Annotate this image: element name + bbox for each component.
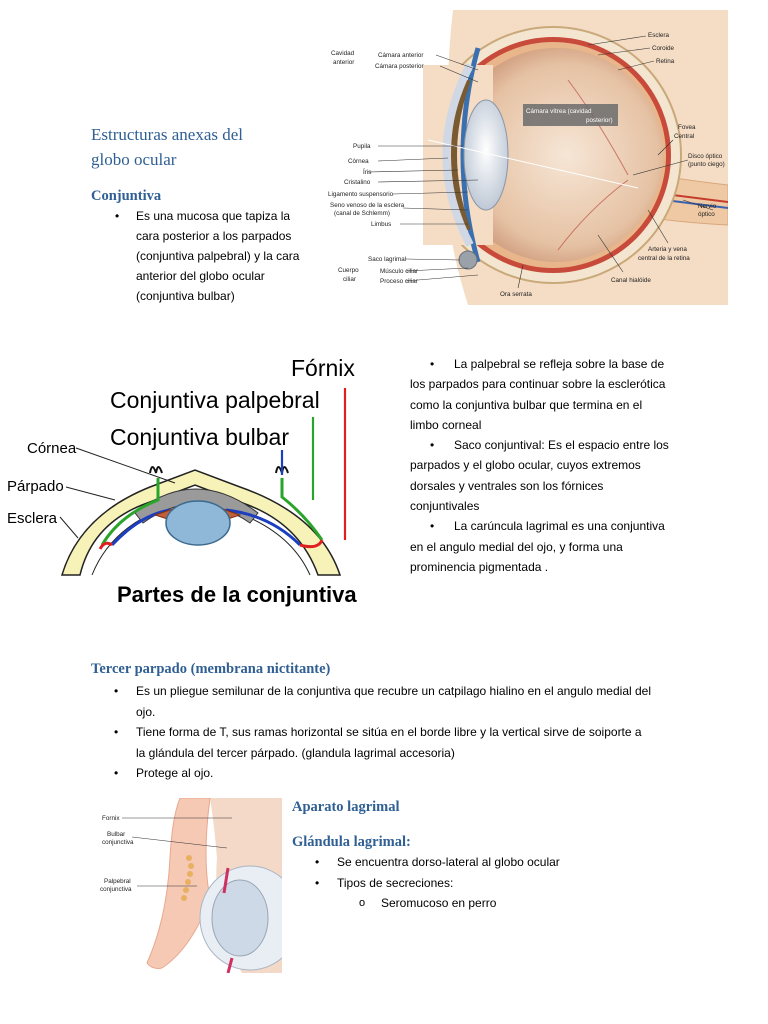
lid-label: Bulbar [107, 831, 125, 838]
eye-label: Íris [363, 167, 371, 176]
text-line: los parpados para continuar sobre la esc… [410, 377, 666, 392]
eye-label: central de la retina [638, 255, 690, 262]
eye-label: Arteria y vena [648, 246, 687, 253]
paragraph-caruncula: • La carúncula lagrimal es una conjuntiva… [410, 516, 750, 577]
eye-label: Nervio [698, 203, 717, 210]
paragraph-palpebral: • La palpebral se refleja sobre la base d… [410, 354, 750, 435]
text-line: Protege al ojo. [136, 766, 214, 780]
bullet-line: anterior del globo ocular [136, 269, 265, 283]
text-line: dorsales y ventrales son los fórnices [410, 478, 604, 493]
eye-label: Cavidad [331, 50, 355, 57]
eye-label: Fovea [678, 124, 696, 131]
bullet-dot: • [430, 519, 435, 534]
text-line: limbo corneal [410, 417, 482, 432]
eye-label: Disco óptico [688, 153, 723, 160]
eye-label: anterior [333, 59, 354, 66]
lid-label: Palpebral [104, 878, 131, 885]
bulbar-label: Conjuntiva bulbar [110, 424, 289, 450]
text-line: parpados y el globo ocular, cuyos extrem… [410, 458, 641, 473]
text-line: La carúncula lagrimal es una conjuntiva [454, 519, 665, 534]
eye-label: Central [674, 133, 694, 140]
text-line: ojo. [136, 704, 156, 719]
eyelid-figure: Fornix Bulbar conjunctiva Palpebral conj… [100, 798, 282, 973]
tercer-parpado-list: Es un pliegue semilunar de la conjuntiva… [91, 681, 711, 784]
eye-anatomy-figure: Cavidad anterior Cámara anterior Cámara … [328, 10, 728, 305]
list-item: Tiene forma de T, sus ramas horizontal s… [91, 722, 711, 763]
section-title: Estructuras anexas del globo ocular [91, 122, 311, 172]
secreciones-sublist: Seromucoso en perro [359, 893, 681, 914]
eye-label: (canal de Schlemm) [334, 210, 390, 217]
glandula-lagrimal-title: Glándula lagrimal: [292, 834, 411, 850]
eye-label: Seno venoso de la esclera [330, 202, 405, 209]
text-line: La palpebral se refleja sobre la base de [454, 357, 665, 371]
parpado-label: Párpado [7, 478, 64, 495]
text-line: Tipos de secreciones: [337, 875, 454, 890]
eye-label: Limbus [371, 221, 391, 228]
esclera-label: Esclera [7, 510, 58, 527]
glandula-list: Se encuentra dorso-lateral al globo ocul… [292, 852, 712, 893]
text-line: en el angulo medial del ojo, y forma una [410, 539, 623, 554]
tercer-parpado-title: Tercer parpado (membrana nictitante) [91, 661, 331, 677]
eye-label: ciliar [343, 276, 356, 283]
list-item: Seromucoso en perro [359, 893, 681, 914]
conjuntiva-bullet: • Es una mucosa que tapiza la cara poste… [91, 206, 331, 306]
list-item: Se encuentra dorso-lateral al globo ocul… [292, 852, 712, 873]
conjunctiva-figure: Fórnix Conjuntiva palpebral Conjuntiva b… [7, 355, 357, 607]
text-line: Tiene forma de T, sus ramas horizontal s… [136, 725, 642, 739]
eye-label: Pupila [353, 143, 371, 150]
bullet-line: Es una mucosa que tapiza la [136, 209, 291, 223]
text-line: como la conjuntiva bulbar que termina en… [410, 397, 643, 412]
lid-label: Fornix [102, 815, 120, 822]
eye-label: Músculo ciliar [380, 268, 418, 275]
eye-label: Córnea [348, 158, 369, 165]
eye-label: Esclera [648, 32, 669, 39]
eye-label: (punto ciego) [688, 161, 725, 168]
eye-label: Ora serrata [500, 291, 532, 298]
eye-label: Proceso ciliar [380, 278, 418, 285]
figure-caption: Partes de la conjuntiva [117, 582, 357, 607]
text-line: Se encuentra dorso-lateral al globo ocul… [337, 855, 560, 869]
bullet-line: (conjuntiva palpebral) y la cara [136, 249, 300, 263]
eye-label: Cámara posterior [375, 63, 424, 70]
eye-label: Saco lagrimal [368, 256, 406, 263]
text-line: Saco conjuntival: Es el espacio entre lo… [454, 438, 669, 453]
bullet-line: cara posterior a los parpados [136, 229, 292, 243]
cornea-label: Córnea [27, 440, 77, 457]
list-item: Protege al ojo. [91, 763, 711, 784]
right-text-block: • La palpebral se refleja sobre la base d… [410, 354, 750, 577]
eye-label: Retina [656, 58, 675, 65]
lid-label: conjunctiva [100, 886, 132, 893]
eye-label: Cámara anterior [378, 52, 424, 59]
text-line: Seromucoso en perro [381, 896, 497, 910]
fornix-label: Fórnix [291, 355, 355, 381]
palpebral-label: Conjuntiva palpebral [110, 387, 320, 413]
aparato-lagrimal-title: Aparato lagrimal [292, 799, 400, 815]
lid-label: conjunctiva [102, 839, 134, 846]
bullet-dot: • [430, 357, 435, 371]
eye-label: Cristalino [344, 179, 371, 186]
list-item: Es un pliegue semilunar de la conjuntiva… [91, 681, 711, 722]
paragraph-saco: • Saco conjuntival: Es el espacio entre l… [410, 435, 750, 516]
eye-label: Ligamento suspensorio [328, 191, 394, 198]
bullet-dot: • [430, 438, 435, 453]
eye-label: Canal hialóide [611, 277, 651, 284]
text-line: la glándula del tercer párpado. (glandul… [136, 745, 455, 760]
section-title-line1: Estructuras anexas del [91, 125, 243, 144]
text-line: prominencia pigmentada . [410, 559, 549, 574]
subsection-title: Conjuntiva [91, 188, 162, 204]
text-line: Es un pliegue semilunar de la conjuntiva… [136, 684, 652, 698]
eye-label: Cuerpo [338, 267, 359, 274]
bullet-dot: • [115, 209, 120, 223]
eye-label: óptico [698, 211, 715, 218]
eye-label: posterior) [586, 117, 613, 124]
list-item: Tipos de secreciones: [292, 873, 712, 894]
eye-label: Cámara vítrea (cavidad [526, 108, 592, 115]
section-title-line2: globo ocular [91, 150, 177, 169]
bullet-line: (conjuntiva bulbar) [136, 289, 235, 303]
text-line: conjuntivales [410, 499, 480, 514]
eye-label: Coroide [652, 45, 675, 52]
